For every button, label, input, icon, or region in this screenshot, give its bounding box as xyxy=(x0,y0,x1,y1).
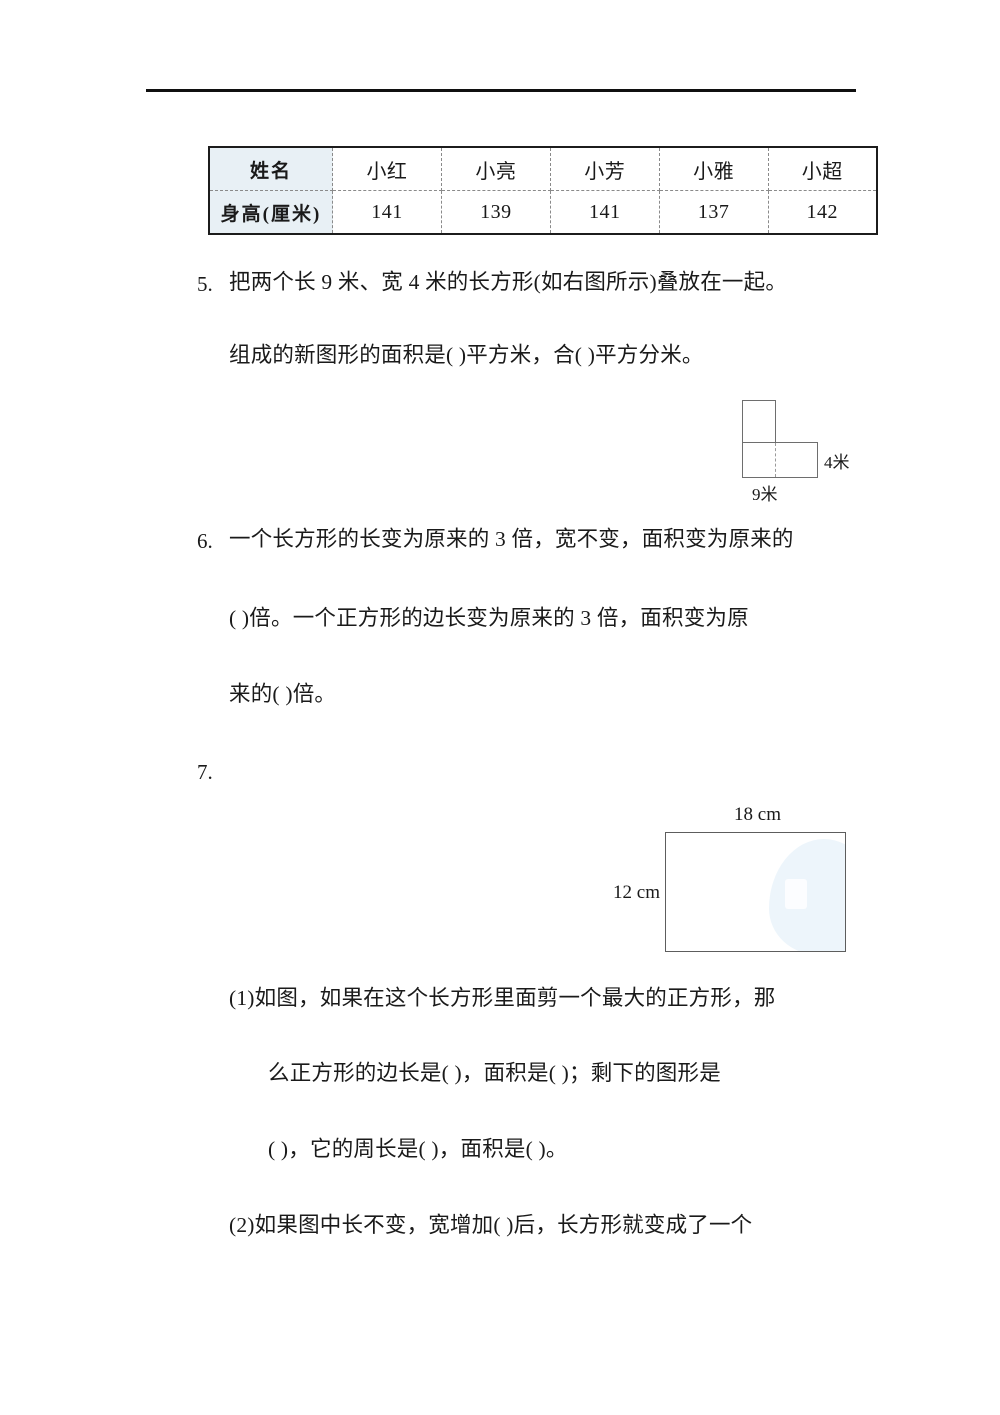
question-7-sub1-line-3: ( )，它的周长是( )，面积是( )。 xyxy=(268,1137,568,1161)
table-cell-name-4: 小雅 xyxy=(659,147,769,191)
figure-label-left-width: 12 cm xyxy=(613,882,660,903)
question-5-number: 5. xyxy=(197,272,213,296)
table-cell-height-2: 139 xyxy=(441,190,551,234)
table-cell-name-1: 小红 xyxy=(332,147,442,191)
table-header-height: 身高(厘米) xyxy=(209,190,333,234)
table-cell-height-4: 137 xyxy=(659,190,769,234)
question-7-sub1-line-1: (1)如图，如果在这个长方形里面剪一个最大的正方形，那 xyxy=(229,986,776,1010)
question-5-line-2: 组成的新图形的面积是( )平方米，合( )平方分米。 xyxy=(229,343,704,367)
figure-overlap-dashed-line xyxy=(775,443,776,477)
table-row: 身高(厘米) 141 139 141 137 142 xyxy=(209,190,877,234)
figure-rectangle-horizontal xyxy=(742,442,818,478)
question-5-line-1: 把两个长 9 米、宽 4 米的长方形(如右图所示)叠放在一起。 xyxy=(229,270,788,294)
table-cell-name-2: 小亮 xyxy=(441,147,551,191)
figure-label-width: 4米 xyxy=(824,453,850,472)
watermark-graphic xyxy=(769,839,845,951)
table-cell-height-3: 141 xyxy=(550,190,660,234)
table-header-name: 姓名 xyxy=(209,147,333,191)
figure-label-top-length: 18 cm xyxy=(734,804,781,825)
student-height-table: 姓名 小红 小亮 小芳 小雅 小超 身高(厘米) 141 139 141 137… xyxy=(208,146,878,235)
question-6-line-1: 一个长方形的长变为原来的 3 倍，宽不变，面积变为原来的 xyxy=(229,527,794,551)
figure-rectangle xyxy=(665,832,846,952)
figure-rectangle-vertical xyxy=(742,400,776,443)
question-7-sub2-line-1: (2)如果图中长不变，宽增加( )后，长方形就变成了一个 xyxy=(229,1213,753,1237)
question-6-line-2: ( )倍。一个正方形的边长变为原来的 3 倍，面积变为原 xyxy=(229,606,749,630)
page-header-rule xyxy=(146,89,856,92)
figure-label-length: 9米 xyxy=(752,485,778,504)
table-row: 姓名 小红 小亮 小芳 小雅 小超 xyxy=(209,147,877,191)
question-7-figure: 18 cm 12 cm xyxy=(580,800,880,965)
question-7-number: 7. xyxy=(197,760,213,784)
question-6-line-3: 来的( )倍。 xyxy=(229,682,337,706)
table-cell-height-1: 141 xyxy=(332,190,442,234)
question-7-sub1-line-2: 么正方形的边长是( )，面积是( )；剩下的图形是 xyxy=(268,1061,721,1085)
question-6-number: 6. xyxy=(197,529,213,553)
table-cell-height-5: 142 xyxy=(806,200,839,223)
question-5-figure: 4米 9米 xyxy=(712,392,892,507)
table-cell-name-3: 小芳 xyxy=(550,147,660,191)
table-cell-name-5: 小超 xyxy=(768,147,877,191)
